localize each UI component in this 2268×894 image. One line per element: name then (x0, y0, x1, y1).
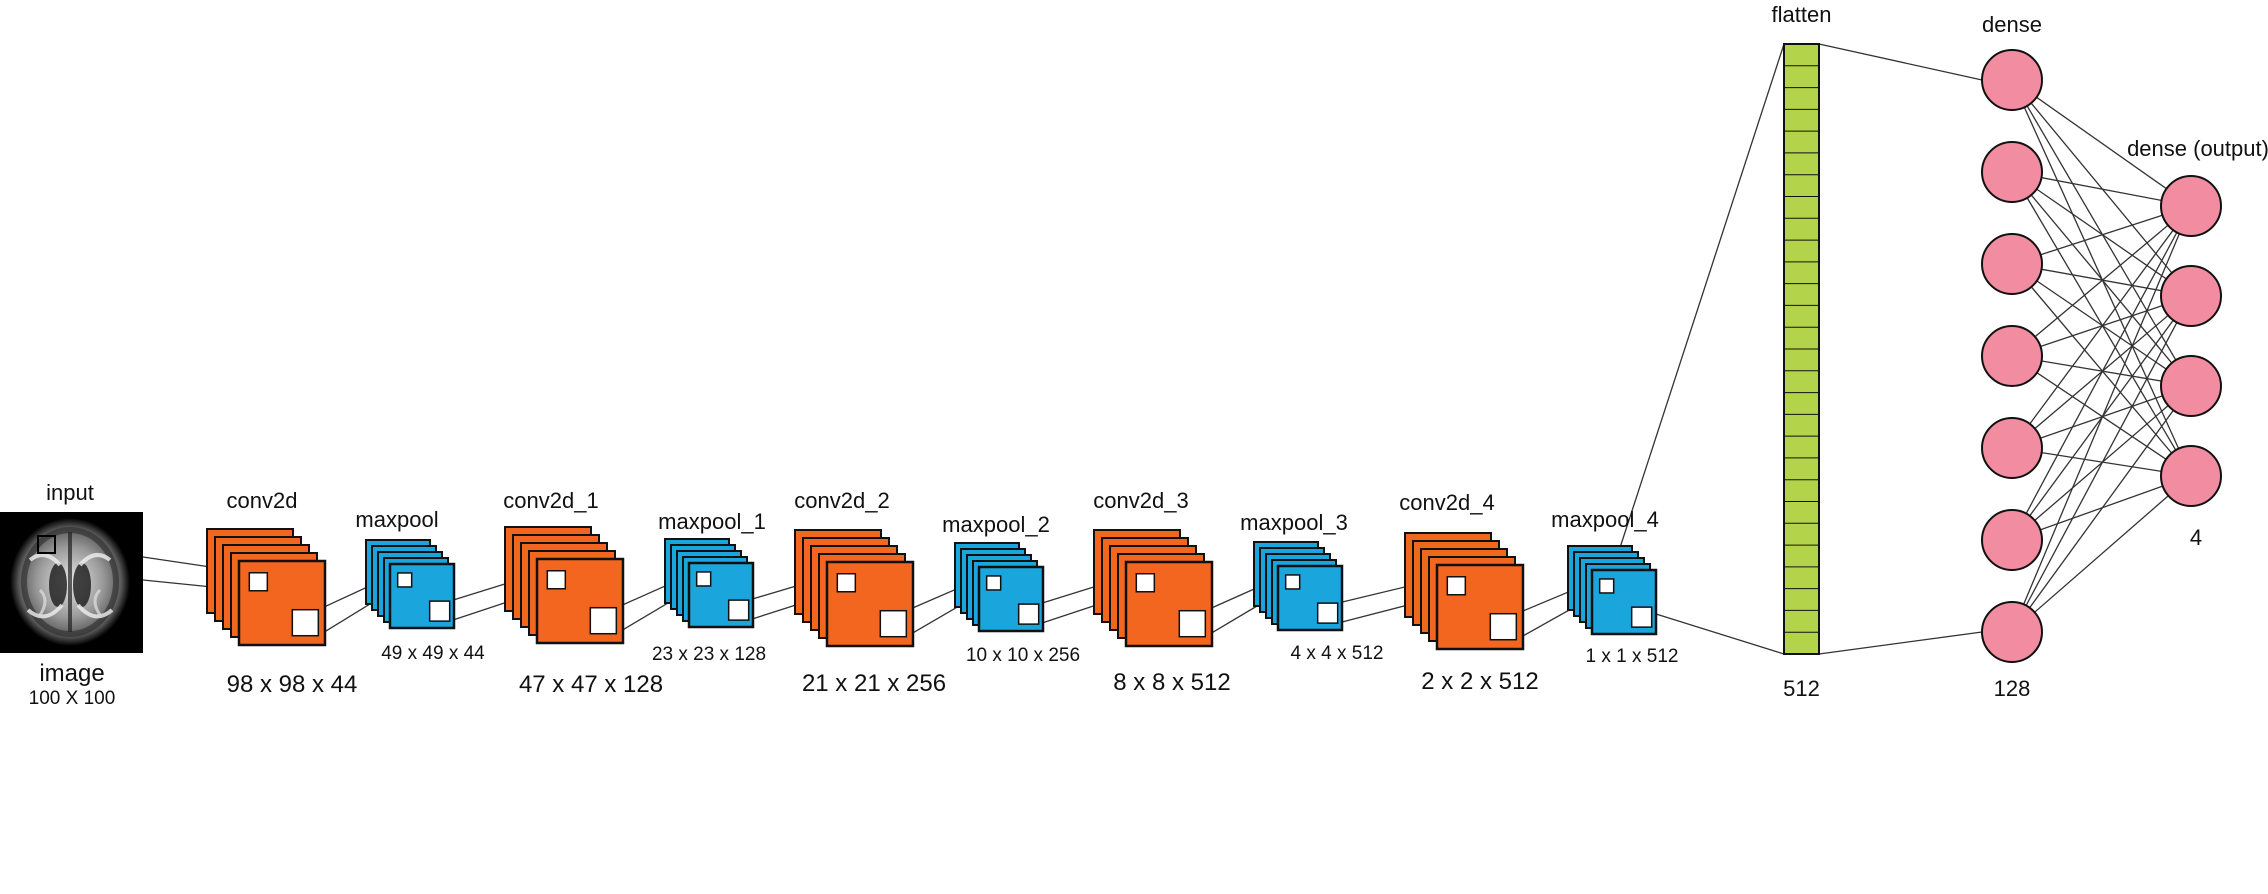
kernel-window-large (727, 599, 750, 621)
kernel-window-small (1284, 574, 1301, 590)
dense-weight-line (2011, 205, 2192, 541)
output-neuron (2160, 175, 2222, 237)
kernel-window-large (879, 609, 908, 638)
layer-dims: 2 x 2 x 512 (1421, 668, 1538, 695)
layer-title: maxpool (355, 507, 438, 532)
layer-maxpool-2: maxpool_2 10 x 10 x 256 (942, 512, 1080, 666)
output-neuron (2160, 445, 2222, 507)
dense-layer: dense 128 (1981, 12, 2043, 701)
dense-weight-line (2011, 79, 2192, 387)
input-block: input image 100 X 100 (0, 480, 143, 709)
kernel-window-small (1446, 576, 1467, 596)
dense-weight-line (2011, 205, 2192, 449)
dense-neuron (1981, 417, 2043, 479)
connection-line (1818, 631, 1983, 655)
layer-dims: 21 x 21 x 256 (802, 670, 946, 697)
dense-weight-line (2011, 355, 2192, 477)
kernel-window-large (291, 608, 320, 637)
kernel-window-large (589, 606, 618, 635)
kernel-window-large (1017, 603, 1040, 625)
input-title: input (46, 480, 94, 505)
layer-dims: 49 x 49 x 44 (381, 643, 485, 664)
dense-weight-line (2011, 171, 2192, 477)
layer-dims: 4 x 4 x 512 (1291, 643, 1384, 664)
input-caption: image (39, 660, 104, 687)
dense-weight-line (2011, 79, 2192, 297)
brain-scan-image (10, 518, 130, 646)
kernel-window-small (695, 571, 712, 587)
output-title: dense (output) (2127, 136, 2268, 161)
layer-title: maxpool_2 (942, 512, 1050, 537)
layer-conv2d-4: conv2d_4 2 x 2 x 512 (1399, 490, 1538, 695)
kernel-window-large (1489, 612, 1518, 641)
dense-neuron (1981, 233, 2043, 295)
dense-weight-line (2011, 205, 2192, 265)
layer-title: conv2d_2 (794, 488, 889, 513)
kernel-window-small (546, 570, 567, 590)
connection-line (1655, 613, 1785, 655)
layer-conv2d-2: conv2d_2 21 x 21 x 256 (794, 488, 946, 697)
kernel-window-small (836, 573, 857, 593)
layer-title: conv2d_3 (1093, 488, 1188, 513)
layer-title: maxpool_4 (1551, 507, 1659, 532)
layer-title: conv2d_4 (1399, 490, 1494, 515)
dense-size: 128 (1994, 676, 2031, 701)
dense-neuron (1981, 325, 2043, 387)
kernel-window-large (1316, 602, 1339, 624)
layer-title: conv2d (227, 488, 298, 513)
dense-weight-line (2011, 385, 2192, 633)
dense-neuron (1981, 141, 2043, 203)
flatten-title: flatten (1772, 2, 1832, 27)
layer-conv2d: conv2d 98 x 98 x 44 (206, 488, 358, 698)
dense-neuron (1981, 49, 2043, 111)
layer-conv2d-1: conv2d_1 47 x 47 x 128 (503, 488, 663, 698)
layer-dims: 98 x 98 x 44 (227, 671, 358, 698)
layer-maxpool-4: maxpool_4 1 x 1 x 512 (1551, 507, 1678, 667)
kernel-window-large (1630, 606, 1653, 628)
dense-weight-line (2011, 205, 2192, 357)
dense-weight-line (2011, 205, 2192, 633)
dense-weight-line (2011, 295, 2192, 633)
dense-weight-line (2011, 263, 2192, 387)
dense-weight-line (2011, 263, 2192, 477)
flatten-size: 512 (1783, 676, 1820, 701)
kernel-window-large (428, 600, 451, 622)
input-size: 100 X 100 (29, 688, 116, 709)
layer-dims: 1 x 1 x 512 (1586, 646, 1679, 667)
connection-line (1818, 43, 1983, 81)
layer-conv2d-3: conv2d_3 8 x 8 x 512 (1093, 488, 1231, 696)
layer-maxpool-1: maxpool_1 23 x 23 x 128 (652, 509, 766, 665)
kernel-window-small (1135, 573, 1156, 593)
dense-weight-line (2011, 475, 2192, 633)
dense-weight-line (2011, 171, 2192, 387)
dense-title: dense (1982, 12, 2042, 37)
layer-title: maxpool_1 (658, 509, 766, 534)
output-neuron (2160, 265, 2222, 327)
layer-dims: 10 x 10 x 256 (966, 645, 1080, 666)
dense-output-layer: dense (output) 4 (2127, 136, 2268, 550)
dense-weight-line (2011, 79, 2192, 207)
layer-title: maxpool_3 (1240, 510, 1348, 535)
layer-dims: 23 x 23 x 128 (652, 644, 766, 665)
flatten-layer: flatten 512 (1772, 2, 1832, 701)
dense-neuron (1981, 509, 2043, 571)
kernel-window-small (985, 575, 1002, 591)
layer-maxpool-3: maxpool_3 4 x 4 x 512 (1240, 510, 1383, 664)
output-size: 4 (2190, 525, 2202, 550)
input-receptive-field (37, 535, 56, 554)
connection-line (1615, 43, 1785, 561)
kernel-window-small (248, 572, 269, 592)
kernel-window-small (1598, 578, 1615, 594)
feature-map-layers: conv2d 98 x 98 x 44 maxpool 49 x 49 x 44 con… (206, 488, 1678, 698)
layer-title: conv2d_1 (503, 488, 598, 513)
dense-neuron (1981, 601, 2043, 663)
layer-maxpool: maxpool 49 x 49 x 44 (355, 507, 485, 664)
layer-dims: 47 x 47 x 128 (519, 671, 663, 698)
kernel-window-large (1178, 609, 1207, 638)
kernel-window-small (396, 572, 413, 588)
layer-dims: 8 x 8 x 512 (1113, 669, 1230, 696)
output-neuron (2160, 355, 2222, 417)
